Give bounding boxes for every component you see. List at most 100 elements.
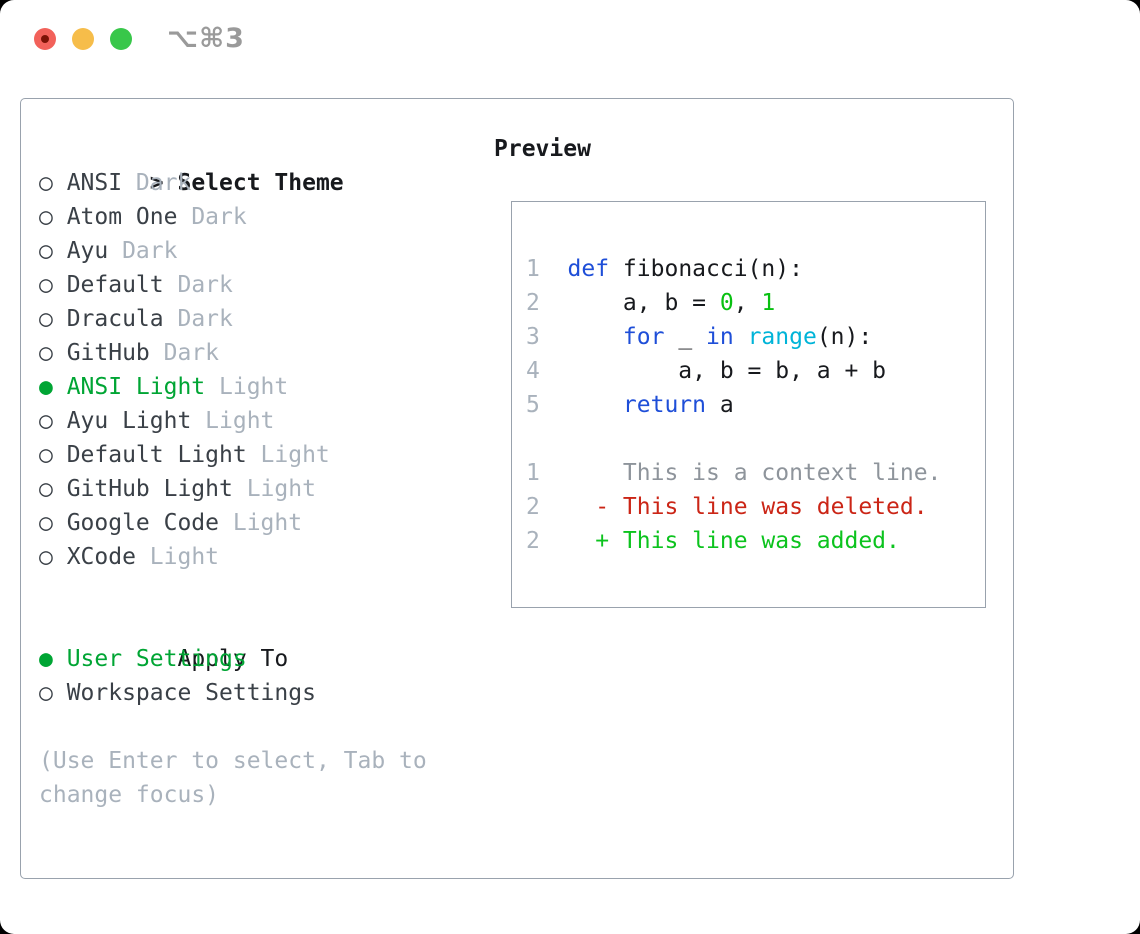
code-segment: - This line was deleted. — [595, 494, 928, 520]
theme-item-ayu[interactable]: ○ Ayu Dark — [39, 234, 427, 268]
line-number: 5 — [526, 392, 540, 418]
radio-unselected-icon: ○ — [39, 306, 53, 332]
radio-unselected-icon: ○ — [39, 544, 53, 570]
preview-code-line: 2 a, b = 0, 1 — [526, 286, 985, 320]
theme-variant-label: Dark — [122, 238, 178, 264]
theme-item-ansi[interactable]: ○ ANSI Dark — [39, 166, 427, 200]
theme-variant-label: Light — [149, 544, 220, 570]
code-segment: 0 — [719, 290, 734, 316]
option-label: Google Code — [66, 510, 220, 536]
option-label: GitHub Light — [66, 476, 233, 502]
preview-code-line: 5 return a — [526, 388, 985, 422]
radio-unselected-icon: ○ — [39, 510, 53, 536]
option-label: Ayu — [66, 238, 109, 264]
radio-unselected-icon: ○ — [39, 340, 53, 366]
option-label: Atom One — [66, 204, 178, 230]
radio-selected-icon: ● — [39, 646, 53, 672]
radio-unselected-icon: ○ — [39, 272, 53, 298]
theme-variant-label: Light — [246, 476, 316, 502]
theme-variant-label: Dark — [135, 170, 192, 196]
line-number: 1 — [526, 256, 540, 282]
theme-item-ayu-light[interactable]: ○ Ayu Light Light — [39, 404, 427, 438]
apply-option-user-settings[interactable]: ● User Settings — [39, 642, 427, 676]
code-segment: range — [747, 324, 817, 350]
code-segment — [568, 392, 623, 418]
spacer — [39, 710, 427, 744]
option-label: Default Light — [66, 442, 247, 468]
line-number: 1 — [526, 460, 540, 486]
option-label: GitHub — [66, 340, 150, 366]
code-segment: fibonacci(n): — [609, 256, 803, 282]
preview-code-line: 3 for _ in range(n): — [526, 320, 985, 354]
traffic-lights — [34, 28, 132, 50]
option-label: User Settings — [66, 646, 247, 672]
preview-code-line: 4 a, b = b, a + b — [526, 354, 985, 388]
code-segment — [734, 324, 748, 350]
code-segment: for — [622, 324, 665, 350]
window-shortcut-label: ⌥⌘3 — [167, 23, 245, 54]
radio-unselected-icon: ○ — [39, 680, 53, 706]
preview-code-line: 1 This is a context line. — [526, 456, 985, 490]
radio-unselected-icon: ○ — [39, 170, 53, 196]
preview-code-line: 2 + This line was added. — [526, 524, 985, 558]
theme-variant-label: Dark — [177, 306, 233, 332]
option-label: XCode — [66, 544, 136, 570]
close-button[interactable] — [34, 28, 56, 50]
select-theme-title: Select Theme — [177, 170, 344, 196]
theme-variant-label: Light — [219, 374, 289, 400]
line-number: 2 — [526, 528, 540, 554]
code-segment: a, b = — [567, 290, 720, 316]
radio-unselected-icon: ○ — [39, 476, 53, 502]
spacer — [39, 574, 427, 608]
prompt-caret-icon: > — [149, 170, 164, 196]
code-segment: _ — [664, 324, 707, 350]
code-segment: return — [622, 392, 707, 418]
code-segment — [568, 324, 623, 350]
option-label: Ayu Light — [66, 408, 192, 434]
code-segment — [568, 494, 596, 520]
theme-variant-label: Light — [260, 442, 330, 468]
help-text-line-1: (Use Enter to select, Tab to — [39, 748, 427, 774]
zoom-button[interactable] — [110, 28, 132, 50]
apply-option-workspace-settings[interactable]: ○Workspace Settings — [39, 676, 427, 710]
line-number: 3 — [526, 324, 540, 350]
preview-code-line: 1 def fibonacci(n): — [526, 252, 985, 286]
option-label: Default — [66, 272, 164, 298]
code-segment — [568, 528, 596, 554]
theme-variant-label: Dark — [191, 204, 247, 230]
theme-variant-label: Dark — [163, 340, 220, 366]
apply-to-header: Apply To — [39, 608, 427, 672]
theme-item-github-light[interactable]: ○ GitHub Light Light — [39, 472, 427, 506]
theme-item-github[interactable]: ○ GitHub Dark — [39, 336, 427, 370]
radio-unselected-icon: ○ — [39, 204, 53, 230]
code-segment: def — [567, 256, 610, 282]
theme-variant-label: Light — [205, 408, 275, 434]
edited-dot-icon — [41, 35, 49, 43]
apply-to-title: Apply To — [177, 646, 289, 672]
preview-code-line — [526, 422, 985, 456]
theme-item-google-code[interactable]: ○ Google Code Light — [39, 506, 427, 540]
code-segment: a — [706, 392, 734, 418]
minimize-button[interactable] — [72, 28, 94, 50]
preview-code-line: 2 - This line was deleted. — [526, 490, 985, 524]
code-segment: , — [733, 290, 762, 316]
titlebar: ⌥⌘3 — [0, 0, 1140, 78]
line-number: 2 — [526, 494, 540, 520]
theme-variant-label: Light — [232, 510, 303, 536]
theme-item-default[interactable]: ○ Default Dark — [39, 268, 427, 302]
code-segment: 1 — [761, 290, 776, 316]
code-segment: + This line was added. — [595, 528, 900, 554]
radio-unselected-icon: ○ — [39, 238, 53, 264]
option-label: ANSI Light — [66, 374, 206, 400]
theme-item-atom-one[interactable]: ○ Atom One Dark — [39, 200, 427, 234]
theme-variant-label: Dark — [177, 272, 233, 298]
option-label: ANSI — [66, 170, 123, 196]
radio-unselected-icon: ○ — [39, 408, 53, 434]
theme-item-xcode[interactable]: ○ XCode Light — [39, 540, 427, 574]
